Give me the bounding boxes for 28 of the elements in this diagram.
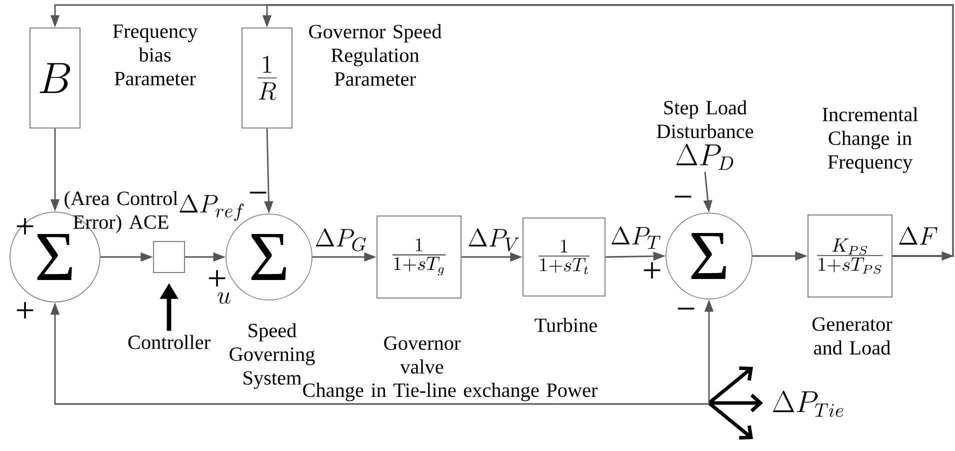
- edge-label: $\Delta P_G$: [316, 228, 366, 252]
- block-caption: Governor valve: [384, 336, 461, 374]
- signal-label: Controller: [128, 334, 210, 350]
- summing-junction: Σ: [666, 212, 752, 300]
- edge-label: (Area Control Error) ACE: [64, 190, 178, 234]
- block-box: $\frac{K_{PS}}{1+sT_{PS}}$: [807, 214, 893, 298]
- block-box: $\frac{1}{R}$: [242, 27, 293, 129]
- block-box: [152, 240, 186, 274]
- block-caption: Frequency bias Parameter: [112, 24, 198, 86]
- block-caption: Turbine: [534, 318, 597, 332]
- edge-label: $\Delta P_T$: [611, 226, 660, 249]
- sign-label: +: [16, 302, 34, 318]
- signal-label: Step Load Disturbance $\Delta P_D$: [656, 100, 754, 170]
- sign-label: +: [208, 270, 226, 286]
- sign-label: −: [250, 192, 266, 194]
- annotation-text: Incremental Change in Frequency: [822, 107, 918, 173]
- block-caption: Generator and Load: [812, 317, 892, 355]
- sign-label: −: [678, 308, 694, 310]
- block-caption: Governor Speed Regulation Parameter: [309, 24, 442, 86]
- block-box: $\frac{1}{1+sT_g}$: [376, 215, 462, 299]
- block-box: $B$: [30, 27, 81, 129]
- block-box: $\frac{1}{1+sT_t}$: [522, 217, 606, 297]
- tie-line-signal: $\Delta P_{Tie}$: [708, 366, 844, 440]
- sign-label: −: [674, 196, 692, 198]
- edge-label: $\Delta P_V$: [468, 228, 519, 252]
- sign-label: +: [644, 262, 660, 278]
- edge-label: $\Delta F$: [899, 226, 938, 245]
- sign-label: +: [16, 218, 34, 234]
